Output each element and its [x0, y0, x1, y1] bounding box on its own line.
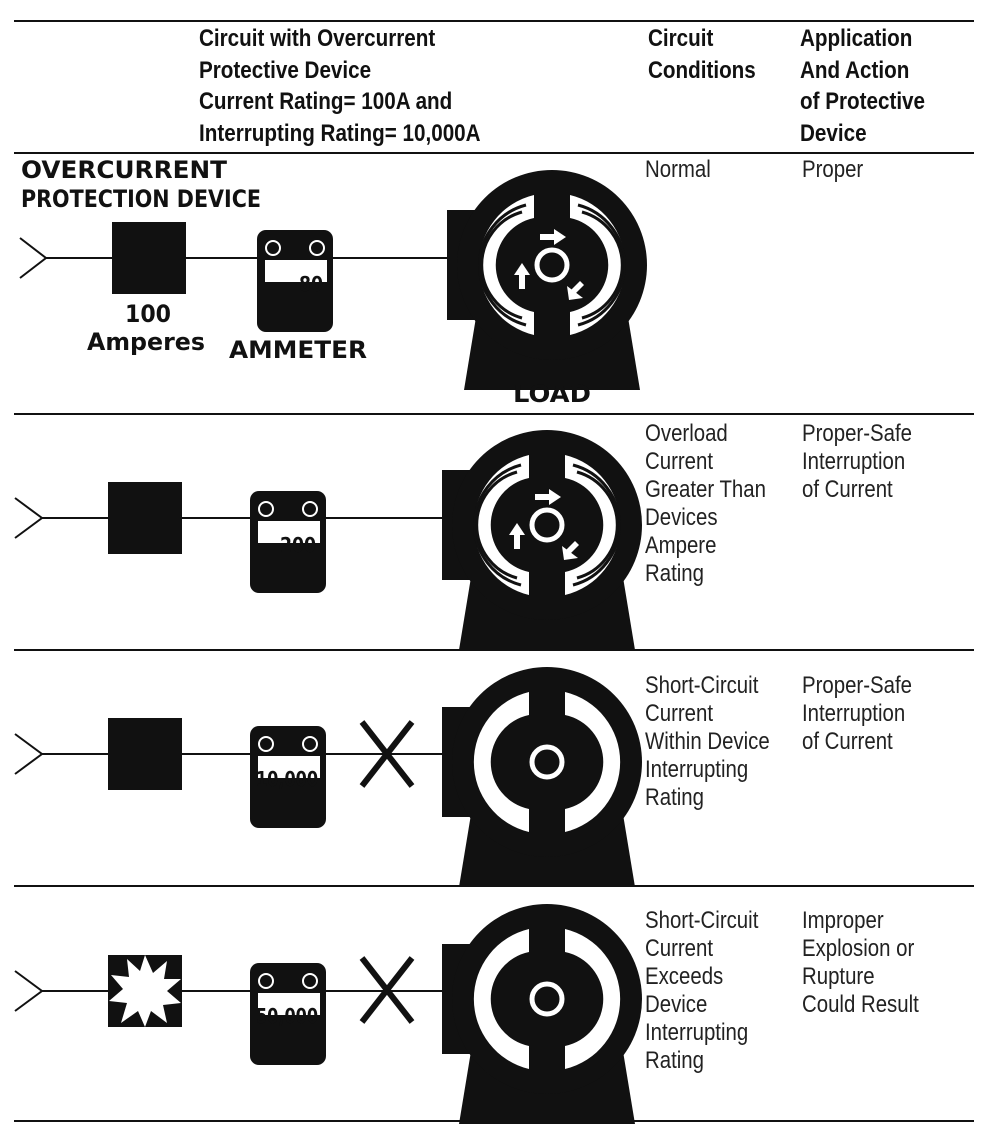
protection-device-icon — [108, 482, 182, 554]
action-cell-row-3: Proper-Safe Interruption of Current — [802, 672, 912, 756]
condition-cell-row-3: Short-Circuit Current Within Device Inte… — [645, 672, 770, 812]
short-circuit-x-icon — [359, 720, 415, 788]
condition-line: Current — [645, 448, 714, 475]
action-cell-row-1: Proper — [802, 156, 863, 184]
circuit-column-header: Circuit with Overcurrent Protective Devi… — [199, 23, 481, 149]
action-line: Improper — [802, 907, 884, 934]
table-top-rule — [14, 20, 974, 22]
protection-device-icon — [112, 222, 186, 294]
condition-cell-row-2: Overload Current Greater Than Devices Am… — [645, 420, 766, 588]
condition-line: Current — [645, 935, 714, 962]
action-cell-row-4: Improper Explosion or Rupture Could Resu… — [802, 907, 919, 1019]
ammeter-reading: 200 — [280, 533, 316, 557]
condition-line: Rating — [645, 560, 704, 587]
condition-line: Short-Circuit — [645, 907, 759, 934]
action-cell-row-2: Proper-Safe Interruption of Current — [802, 420, 912, 504]
short-circuit-x-icon — [359, 956, 415, 1024]
header-rule — [14, 152, 974, 154]
condition-line: Short-Circuit — [645, 672, 759, 699]
circuit-row-2: 200 — [14, 430, 642, 650]
ammeter-label: AMMETER — [229, 336, 367, 364]
action-line: of Current — [802, 728, 893, 755]
circuit-row-3: 10,000 — [14, 667, 642, 887]
condition-line: Ampere — [645, 532, 717, 559]
action-line: Interruption — [802, 448, 906, 475]
ammeter-reading: 80 — [299, 272, 323, 296]
source-terminal-icon — [19, 237, 48, 279]
circuit-row-4: 50,000 — [14, 904, 642, 1124]
header-line: of Protective — [800, 88, 926, 115]
motor-load-icon — [447, 170, 647, 390]
conditions-column-header: Circuit Conditions — [648, 23, 756, 86]
application-column-header: Application And Action of Protective Dev… — [800, 23, 925, 149]
header-line: Interrupting Rating= 10,000A — [199, 119, 481, 147]
condition-line: Interrupting — [645, 756, 749, 783]
condition-line: Greater Than — [645, 476, 766, 503]
source-terminal-icon — [14, 970, 44, 1012]
rating-unit: Amperes — [87, 328, 205, 356]
row-divider-1 — [14, 413, 974, 415]
condition-line: Rating — [645, 1047, 704, 1074]
condition-cell-row-1: Normal — [645, 156, 711, 184]
condition-line: Devices — [645, 504, 718, 531]
device-label-line: PROTECTION DEVICE — [21, 185, 261, 213]
action-line: of Current — [802, 476, 893, 503]
action-line: Could Result — [802, 991, 919, 1018]
load-label: LOAD — [513, 380, 591, 408]
motor-load-icon — [442, 667, 642, 887]
header-line: Circuit — [648, 25, 714, 52]
condition-line: Rating — [645, 784, 704, 811]
motor-load-icon — [442, 904, 642, 1124]
protection-device-icon — [108, 718, 182, 790]
source-terminal-icon — [14, 733, 44, 775]
circuit-row-1: 80 OVERCURRENT PROTECTION DEVICE 100 Amp… — [19, 156, 647, 408]
action-line: Explosion or — [802, 935, 915, 962]
action-line: Interruption — [802, 700, 906, 727]
action-line: Proper — [802, 156, 864, 183]
header-line: Protective Device — [199, 56, 372, 84]
header-line: Current Rating= 100A and — [199, 88, 453, 115]
rating-value: 100 — [125, 300, 171, 328]
ammeter-reading: 10,000 — [256, 767, 318, 791]
header-line: Conditions — [648, 56, 756, 84]
condition-line: Normal — [645, 156, 711, 183]
header-line: Application — [800, 25, 913, 52]
condition-line: Within Device — [645, 728, 770, 755]
condition-line: Interrupting — [645, 1019, 749, 1046]
header-line: Circuit with Overcurrent — [199, 25, 436, 52]
ammeter-reading: 50,000 — [256, 1004, 318, 1028]
motor-load-icon — [442, 430, 642, 650]
device-label-line: OVERCURRENT — [21, 156, 228, 184]
condition-line: Exceeds — [645, 963, 724, 990]
condition-line: Device — [645, 991, 708, 1018]
header-line: Device — [800, 119, 867, 147]
action-line: Proper-Safe — [802, 420, 912, 447]
condition-line: Overload — [645, 420, 728, 447]
action-line: Proper-Safe — [802, 672, 912, 699]
action-line: Rupture — [802, 963, 875, 990]
condition-cell-row-4: Short-Circuit Current Exceeds Device Int… — [645, 907, 758, 1075]
condition-line: Current — [645, 700, 714, 727]
source-terminal-icon — [14, 497, 44, 539]
header-line: And Action — [800, 56, 910, 84]
